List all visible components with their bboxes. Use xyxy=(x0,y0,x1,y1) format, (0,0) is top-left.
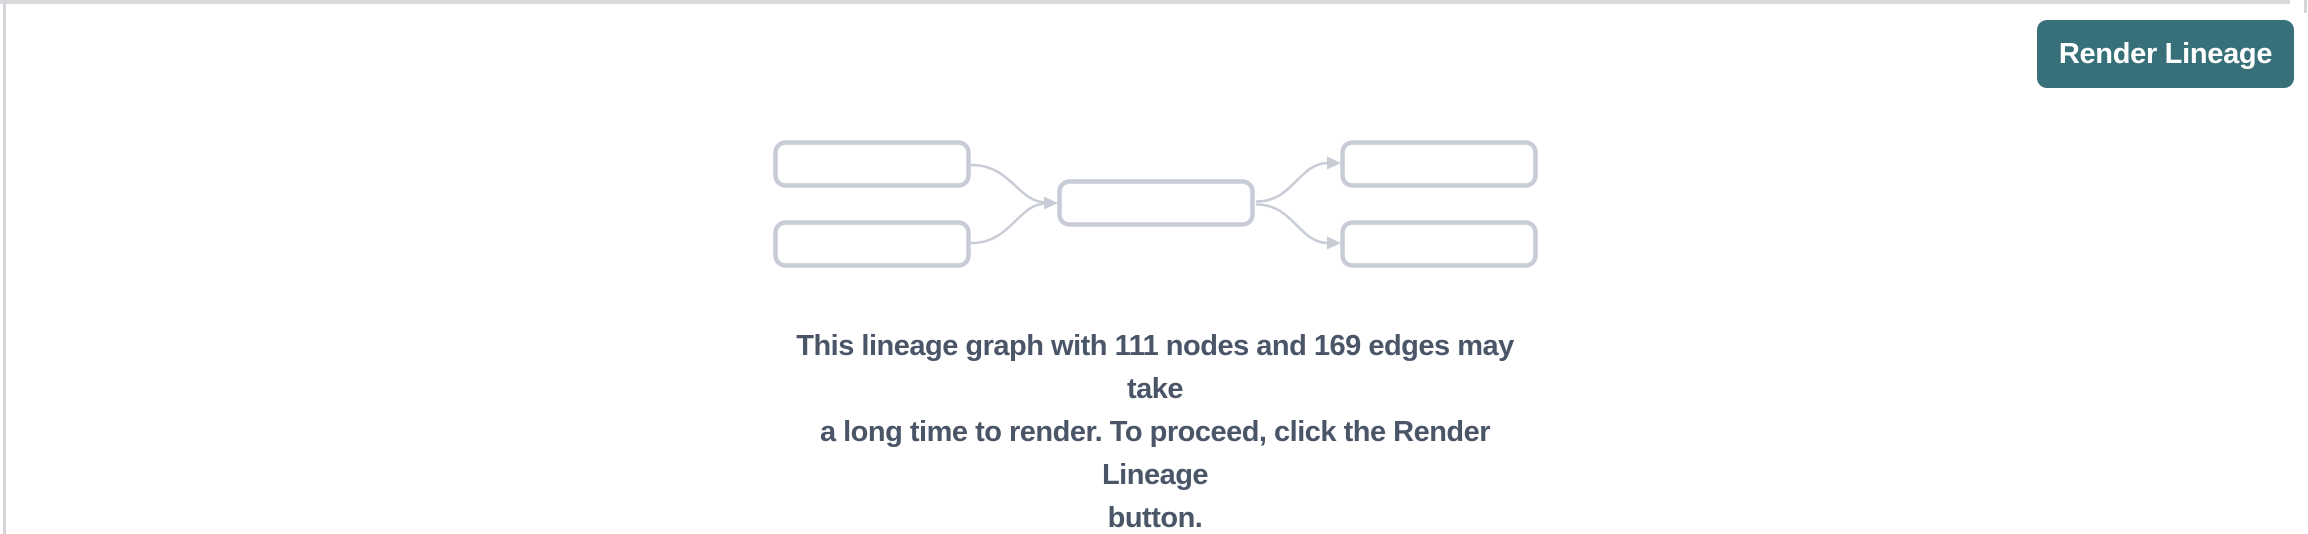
placeholder-edge xyxy=(969,202,1047,245)
placeholder-edge xyxy=(1255,161,1330,203)
lineage-warning-message: This lineage graph with 111 nodes and 16… xyxy=(765,325,1545,534)
message-line: a long time to render. To proceed, click… xyxy=(819,416,1491,491)
placeholder-edge xyxy=(1255,203,1330,245)
arrowhead-icon xyxy=(1327,156,1341,170)
right-panel-border xyxy=(2304,0,2307,13)
placeholder-edge xyxy=(969,163,1047,204)
lineage-graph-placeholder-icon xyxy=(773,140,1538,268)
arrowhead-icon xyxy=(1327,236,1341,250)
placeholder-node xyxy=(1057,179,1255,227)
placeholder-node xyxy=(1340,220,1538,268)
placeholder-node xyxy=(1340,140,1538,188)
lineage-empty-state: This lineage graph with 111 nodes and 16… xyxy=(765,133,1545,534)
placeholder-node xyxy=(773,220,971,268)
left-panel-border xyxy=(3,0,6,534)
message-line: This lineage graph with 111 nodes and 16… xyxy=(796,330,1514,405)
message-line: button. xyxy=(1107,502,1203,534)
render-lineage-button[interactable]: Render Lineage xyxy=(2037,20,2294,88)
top-divider xyxy=(0,0,2290,4)
arrowhead-icon xyxy=(1044,196,1058,210)
placeholder-node xyxy=(773,140,971,188)
